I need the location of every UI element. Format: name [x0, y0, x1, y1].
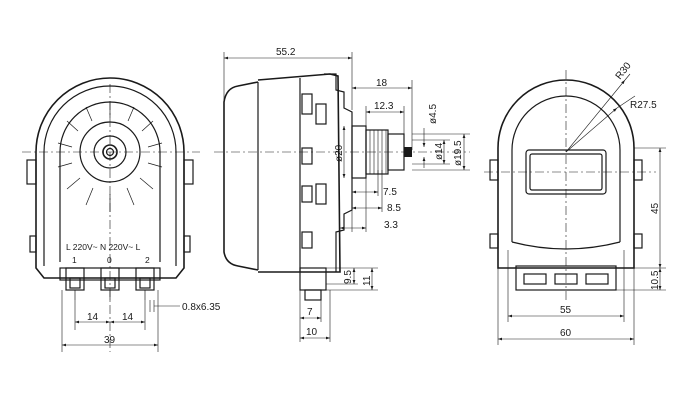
dim-7-text: 7 [307, 307, 313, 318]
dim-55-text: 55 [560, 305, 572, 316]
dim-dia14-text: ø14 [434, 142, 445, 160]
right-tab [183, 235, 191, 253]
side-rib-b [315, 183, 327, 205]
radius-r275-text: R27.5 [630, 100, 657, 111]
side-clip-bottom [301, 231, 313, 249]
dim-85-text: 8.5 [387, 203, 401, 214]
side-main-housing [257, 73, 341, 273]
back-tab-left [489, 159, 499, 181]
back-slot-3 [585, 273, 609, 285]
dim-14-left-text: 14 [87, 312, 99, 323]
dim-dia195-text: ø19.5 [453, 140, 464, 166]
back-housing-outer [497, 79, 635, 269]
side-connector-pin [304, 289, 322, 301]
side-rib-a [315, 103, 327, 125]
pin-spec-text: 0.8x6.35 [182, 302, 221, 313]
dim-dia45-text: ø4.5 [428, 104, 439, 124]
side-clip-low [301, 185, 313, 203]
side-clip-top [301, 93, 313, 115]
dim-18-text: 18 [376, 78, 388, 89]
dim-14-right-text: 14 [122, 312, 134, 323]
leader-r30-tail [624, 73, 631, 81]
terminal-pin-1 [65, 267, 85, 300]
side-flange [324, 73, 353, 272]
side-clip-mid [301, 147, 313, 165]
dim-552-text: 55.2 [276, 47, 296, 58]
terminal-number-0: 0 [107, 255, 112, 265]
back-tab-right-low [633, 233, 643, 249]
radius-r30-text: R30 [614, 60, 634, 82]
terminal-number-2: 2 [145, 255, 150, 265]
terminal-label: L 220V~ N 220V~ L [66, 242, 141, 252]
dim-39-text: 39 [104, 335, 116, 346]
front-view: L 220V~ N 220V~ L 1 0 2 0.8x6.35 [22, 77, 221, 352]
front-housing-outer [35, 77, 185, 279]
dim-123-text: 12.3 [374, 101, 394, 112]
dim-75-text: 7.5 [383, 187, 397, 198]
dim-33-text: 3.3 [384, 220, 398, 231]
dim-dia20-text: ø20 [334, 144, 345, 162]
side-view: 55.2 18 12.3 ø4.5 ø14 ø19.5 ø20 7.5 [214, 47, 470, 342]
dim-11-text: 11 [362, 275, 373, 286]
left-boss [26, 159, 37, 185]
right-boss [183, 159, 194, 185]
leader-r27-5-tail [616, 95, 636, 109]
dim-95-text: 9.5 [343, 270, 354, 284]
back-tab-left-low [489, 233, 499, 249]
back-slot-1 [523, 273, 547, 285]
terminal-pin-2 [135, 267, 155, 300]
leader-r27-5 [565, 107, 618, 153]
dim-10-text: 10 [306, 327, 318, 338]
left-tab [29, 235, 37, 253]
dim-45-text: 45 [650, 202, 661, 214]
dim-60-text: 60 [560, 328, 572, 339]
dim-105-text: 10.5 [650, 270, 661, 290]
terminal-pin-0 [100, 267, 120, 300]
back-tab-right [633, 159, 643, 181]
terminal-number-1: 1 [72, 255, 77, 265]
side-rear-body [223, 81, 259, 271]
back-view: R30 R27.5 45 10.5 55 60 [484, 60, 666, 345]
leader-r30 [565, 79, 626, 153]
